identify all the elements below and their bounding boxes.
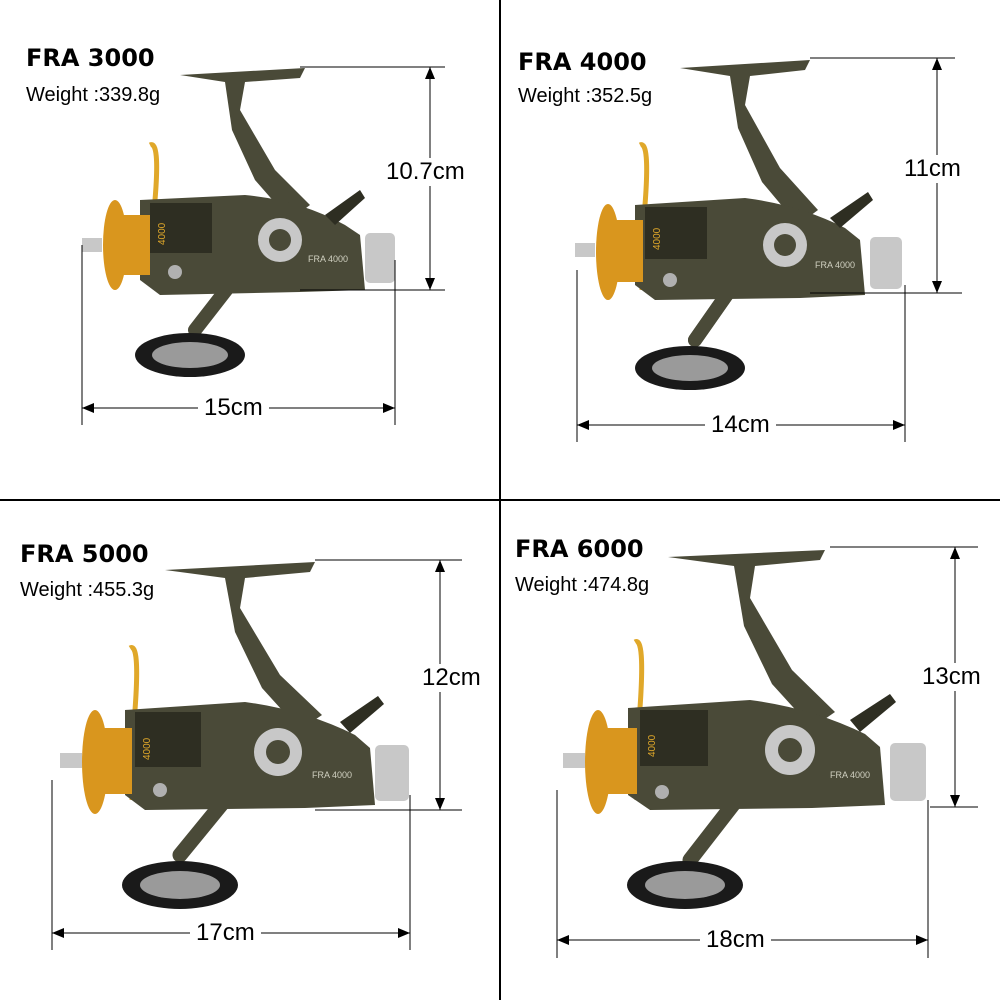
height-dimension: 10.7cm <box>380 158 471 186</box>
fishing-reel-illustration: 4000 FRA 4000 <box>563 550 926 909</box>
height-dimension: 11cm <box>898 155 967 183</box>
body-label: FRA 4000 <box>312 770 352 780</box>
reel-panel-fra-3000: FRA 3000 Weight :339.8g <box>0 0 500 500</box>
height-dimension: 13cm <box>916 663 987 691</box>
reel-panel-fra-5000: FRA 5000 Weight :455.3g 4000 FRA 4000 <box>0 500 500 1000</box>
body-label: FRA 4000 <box>815 260 855 270</box>
height-dimension: 12cm <box>416 664 487 692</box>
fishing-reel-illustration: 4000 FRA 4000 <box>82 68 395 377</box>
spool-label: 4000 <box>652 227 663 250</box>
weight-label: Weight :455.3g <box>20 579 155 601</box>
fishing-reel-illustration: 4000 FRA 4000 <box>575 60 902 390</box>
spool-label: 4000 <box>142 737 153 760</box>
weight-label: Weight :352.5g <box>518 85 653 107</box>
fishing-reel-illustration: 4000 FRA 4000 <box>60 562 409 909</box>
horizontal-divider <box>0 499 1000 501</box>
spool-label: 4000 <box>157 222 168 245</box>
weight-label: Weight :474.8g <box>515 574 650 596</box>
model-title: FRA 6000 <box>515 535 644 563</box>
width-dimension: 17cm <box>190 919 261 947</box>
model-title: FRA 3000 <box>26 44 155 72</box>
reel-image: 4000 FRA 4000 <box>81 66 445 425</box>
reel-image: 4000 FRA 4000 <box>575 57 962 442</box>
width-dimension: 15cm <box>198 394 269 422</box>
width-dimension: 14cm <box>705 411 776 439</box>
reel-image: 4000 FRA 4000 <box>51 559 462 950</box>
reel-image: 4000 FRA 4000 <box>556 546 978 958</box>
model-title: FRA 4000 <box>518 48 647 76</box>
weight-label: Weight :339.8g <box>26 84 161 106</box>
body-label: FRA 4000 <box>308 254 348 264</box>
width-dimension: 18cm <box>700 926 771 954</box>
reel-panel-fra-4000: FRA 4000 Weight :352.5g 4000 FRA 4000 <box>500 0 1000 500</box>
reel-panel-fra-6000: FRA 6000 Weight :474.8g 4000 FRA 4000 <box>500 500 1000 1000</box>
model-title: FRA 5000 <box>20 540 149 568</box>
spool-label: 4000 <box>647 734 658 757</box>
body-label: FRA 4000 <box>830 770 870 780</box>
